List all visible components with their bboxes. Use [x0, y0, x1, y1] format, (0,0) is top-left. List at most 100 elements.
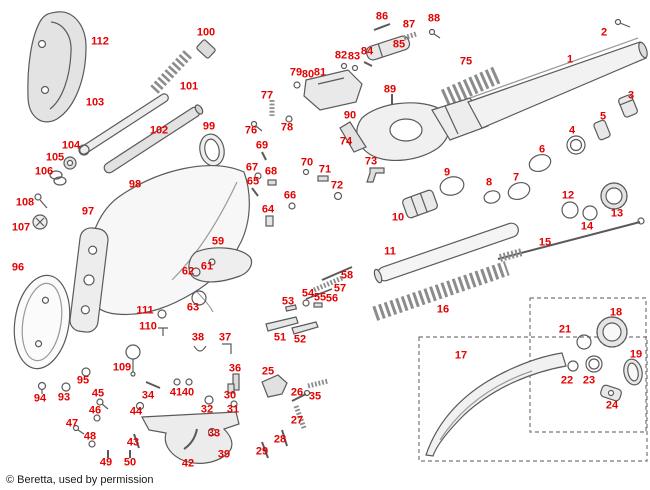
recoil-rod-drawing: [79, 93, 169, 155]
sling-swivel-drawing: [125, 344, 141, 377]
sear-block-drawing: [313, 302, 323, 308]
barrel-group-drawing: [372, 37, 648, 321]
cap-insert-drawing: [623, 358, 643, 386]
piston-ring-drawing: [528, 153, 552, 173]
magazine-spring-drawing: [372, 261, 510, 321]
sling-ring-drawing: [199, 133, 225, 167]
swivel-base-drawing: [158, 327, 168, 336]
seal-ring-drawing: [439, 176, 465, 196]
recoil-tube-drawing: [103, 104, 204, 174]
lifter-ring-drawing: [191, 290, 207, 306]
follower-rod-drawing: [497, 217, 645, 262]
coil-spring-drawing: [293, 405, 307, 429]
choke-tube-drawing: [618, 94, 638, 118]
pin-drawing: [251, 187, 259, 197]
pin-drawing: [230, 400, 238, 408]
trigger-group-drawing: [72, 247, 353, 464]
bolt-link-drawing: [339, 121, 367, 153]
firing-pin-drawing: [373, 23, 391, 31]
extractor-spring-drawing: [351, 64, 359, 72]
dashed-box: [418, 336, 648, 462]
extractor-drawing: [363, 61, 373, 67]
stock-bolt-drawing: [37, 381, 47, 394]
screw-drawing: [96, 398, 109, 410]
roller-drawing: [333, 191, 343, 201]
block-drawing: [227, 383, 235, 394]
choke-tube-drawing: [593, 119, 611, 141]
o-ring-drawing: [483, 190, 501, 204]
detent-drawing: [254, 172, 262, 180]
cap-disc-drawing: [32, 214, 48, 230]
retaining-pin-drawing: [428, 28, 441, 39]
barrel-rib-drawing: [469, 37, 639, 99]
washer-drawing: [88, 440, 96, 448]
rod-spring-drawing: [313, 275, 343, 293]
stock-assembly-drawing: [13, 11, 250, 394]
copyright-text: © Beretta, used by permission: [6, 474, 154, 486]
muzzle-drawing: [638, 41, 648, 59]
cap-washer-drawing: [576, 334, 592, 350]
forend-drawing: [425, 352, 567, 457]
wire-spring-drawing: [193, 345, 207, 352]
bolt-body-drawing: [365, 35, 411, 61]
sear-block-drawing: [284, 304, 298, 312]
magazine-tube-drawing: [373, 222, 519, 284]
lock-washer-drawing: [81, 367, 91, 377]
pin-drawing: [145, 381, 161, 389]
washer-drawing: [582, 205, 598, 221]
hammer-spring-drawing: [307, 378, 329, 389]
pin-drawing: [302, 168, 310, 176]
swivel-plate-drawing: [600, 384, 622, 402]
extractor-pin-drawing: [340, 62, 348, 70]
bushing-drawing: [288, 202, 296, 210]
pin-drawing: [261, 441, 269, 459]
angle-bracket-drawing: [222, 343, 232, 354]
small-screw-drawing: [250, 120, 263, 132]
action-spring-drawing: [440, 65, 504, 107]
gas-piston-drawing: [402, 189, 438, 219]
bolt-carrier-drawing: [303, 69, 363, 111]
link-rod-drawing: [321, 266, 353, 281]
lifter-bushing-drawing: [191, 267, 201, 277]
retainer-ring-drawing: [585, 355, 603, 373]
tube-cap-drawing: [196, 39, 216, 59]
dashed-box: [529, 297, 647, 433]
carrier-spring-drawing: [291, 321, 319, 335]
block-drawing: [265, 215, 274, 227]
choke-wrench-drawing: [566, 135, 586, 155]
stock-washer-drawing: [61, 382, 71, 392]
knurled-nut-drawing: [600, 182, 628, 210]
trigger-guard-drawing: [141, 411, 240, 464]
washer-drawing: [93, 414, 101, 422]
butt-plate-drawing: [69, 227, 109, 333]
plunger-drawing: [285, 115, 293, 123]
shell-lifter-drawing: [188, 247, 253, 283]
shim-set-drawing: [49, 170, 67, 186]
latch-drawing: [267, 179, 277, 186]
bolt-handle-drawing: [366, 167, 385, 183]
bolt-pin-drawing: [293, 81, 301, 89]
spacer-ring-drawing: [157, 309, 167, 319]
plunger-drawing: [232, 373, 240, 391]
pin-drawing: [185, 378, 193, 386]
hammer-drawing: [261, 374, 288, 398]
pad-back-drawing: [13, 274, 71, 370]
detent-drawing: [567, 360, 579, 372]
pad-screw-drawing: [34, 193, 48, 209]
pin-drawing: [173, 378, 181, 386]
stock-nut-drawing: [63, 156, 77, 170]
screw-drawing: [72, 424, 85, 435]
forend-group-drawing: [418, 297, 648, 462]
rod-pin-drawing: [305, 288, 333, 300]
breech-housing-drawing: [356, 102, 451, 161]
forend-cap-drawing: [596, 316, 628, 348]
lifter-pin-drawing: [208, 258, 216, 266]
recoil-pad-drawing: [27, 11, 87, 123]
sear-pin-drawing: [302, 299, 310, 307]
slide-block-drawing: [317, 175, 329, 182]
buttstock-drawing: [84, 165, 250, 316]
trigger-pin-drawing: [133, 433, 140, 449]
pin-drawing: [261, 151, 267, 161]
